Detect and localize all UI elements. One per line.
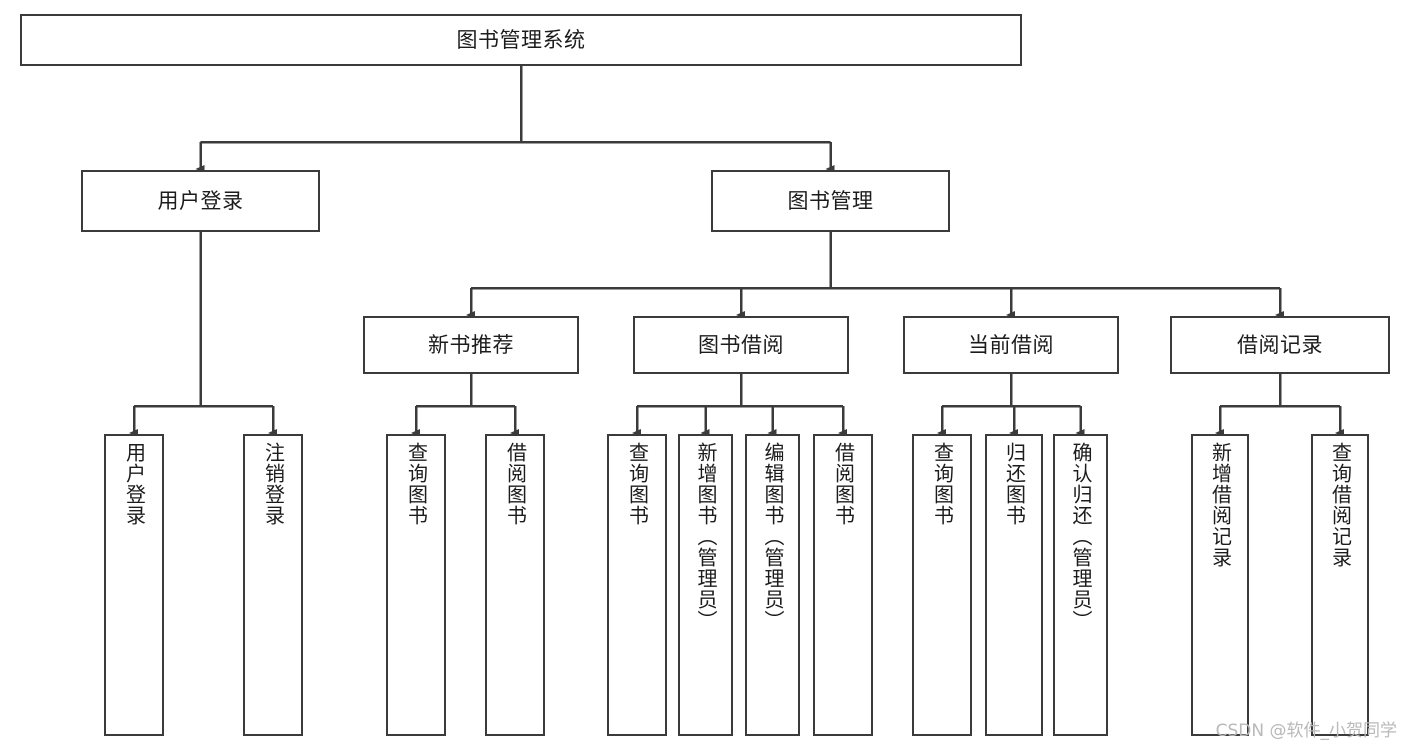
- node-label: 借阅图书: [503, 442, 528, 526]
- edge-paths: [129, 66, 1344, 437]
- node-label: 图书管理: [787, 188, 874, 213]
- node-label: 用户登录: [157, 188, 244, 213]
- node-login[interactable]: 用户登录: [81, 170, 320, 232]
- node-leaf-cur-query[interactable]: 查询图书: [912, 434, 972, 736]
- node-label: 查询图书: [404, 442, 429, 526]
- node-label: 归还图书: [1002, 442, 1027, 526]
- node-label: 查询借阅记录: [1328, 442, 1353, 568]
- node-leaf-borrow-add[interactable]: 新增图书（管理员）: [678, 434, 733, 736]
- node-records[interactable]: 借阅记录: [1170, 316, 1390, 374]
- node-bookmgmt[interactable]: 图书管理: [711, 170, 950, 232]
- node-borrow[interactable]: 图书借阅: [633, 316, 849, 374]
- node-label: 用户登录: [122, 442, 147, 526]
- node-label: 编辑图书（管理员）: [761, 442, 785, 631]
- node-label: 图书借阅: [698, 332, 784, 357]
- node-label: 新书推荐: [428, 332, 514, 357]
- node-leaf-borrow-take[interactable]: 借阅图书: [813, 434, 873, 736]
- node-leaf-new-borrow[interactable]: 借阅图书: [485, 434, 545, 736]
- node-newbook[interactable]: 新书推荐: [363, 316, 579, 374]
- node-label: 借阅图书: [831, 442, 856, 526]
- node-label: 确认归还（管理员）: [1069, 442, 1093, 631]
- watermark-text: CSDN @软件_小贺同学: [1215, 721, 1397, 741]
- node-leaf-borrow-query[interactable]: 查询图书: [607, 434, 667, 736]
- node-leaf-new-query[interactable]: 查询图书: [386, 434, 446, 736]
- node-label: 新增图书（管理员）: [694, 442, 718, 631]
- node-leaf-borrow-edit[interactable]: 编辑图书（管理员）: [745, 434, 800, 736]
- node-label: 借阅记录: [1237, 332, 1323, 357]
- node-leaf-user-logout[interactable]: 注销登录: [243, 434, 303, 736]
- node-leaf-rec-add[interactable]: 新增借阅记录: [1191, 434, 1249, 736]
- node-label: 新增借阅记录: [1208, 442, 1233, 568]
- node-label: 图书管理系统: [456, 27, 586, 52]
- node-leaf-cur-return[interactable]: 归还图书: [985, 434, 1043, 736]
- node-label: 查询图书: [930, 442, 955, 526]
- node-root[interactable]: 图书管理系统: [20, 14, 1022, 66]
- node-leaf-rec-query[interactable]: 查询借阅记录: [1311, 434, 1369, 736]
- node-label: 当前借阅: [968, 332, 1054, 357]
- node-leaf-cur-confirm[interactable]: 确认归还（管理员）: [1053, 434, 1108, 736]
- node-leaf-user-login[interactable]: 用户登录: [104, 434, 164, 736]
- node-label: 注销登录: [261, 442, 286, 526]
- node-label: 查询图书: [625, 442, 650, 526]
- node-current[interactable]: 当前借阅: [903, 316, 1119, 374]
